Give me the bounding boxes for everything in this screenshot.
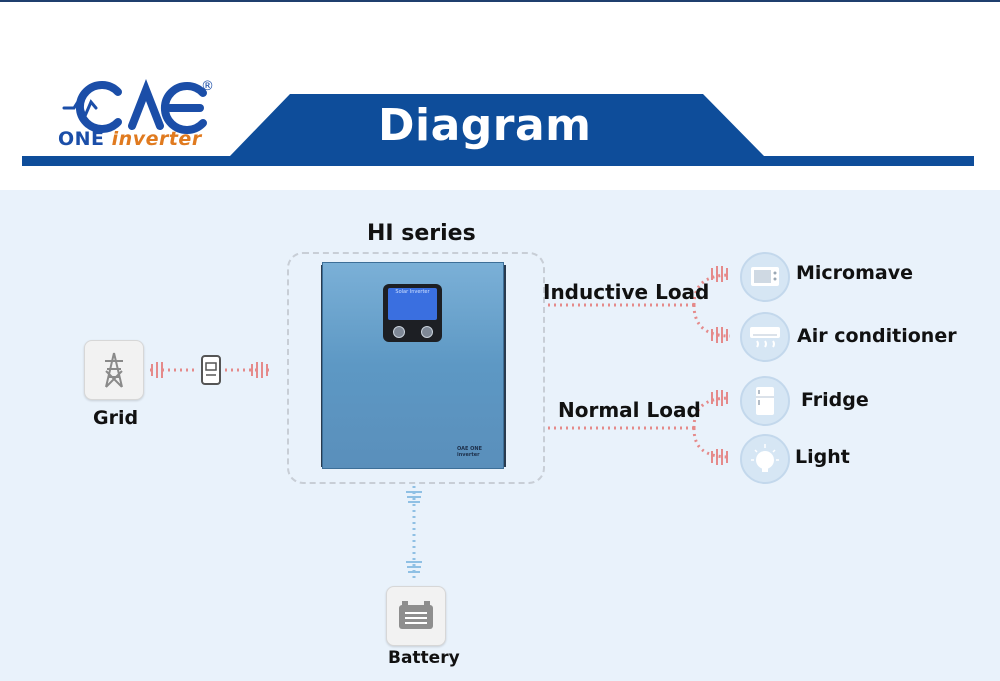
inverter-lcd [388,288,437,320]
logo-wordmark: ONE inverter [58,128,202,150]
signal-ticks-right [151,266,728,465]
normal-load-label: Normal Load [558,398,701,422]
power-tower-icon [105,352,123,388]
battery-icon-tile [386,586,446,646]
air-conditioner-label: Air conditioner [797,325,957,347]
light-label: Light [795,446,850,468]
logo-one-text: ONE [58,128,105,150]
banner-graphic [22,78,974,166]
header: ® ONE inverter Diagram [0,0,1000,190]
microwave-icon [751,267,779,286]
fridge-label: Fridge [801,389,869,411]
inductive-load-label: Inductive Load [543,280,710,304]
inverter-brand-logo: OAE ONE inverter [457,446,482,458]
inverter-screen-title: Solar Inverter [395,289,430,295]
air-conditioner-icon [750,327,780,348]
signal-ticks-battery [406,491,422,573]
air-conditioner-icon-circle [740,312,790,362]
product-series-label: HI series [367,221,476,246]
banner-trapezoid [230,94,764,156]
banner-stripe [22,156,974,166]
inverter-frame [287,252,545,484]
top-border-line [0,0,1000,2]
meter-icon [201,355,221,385]
inverter-button-left [393,326,405,338]
battery-label: Battery [388,648,460,668]
registered-mark: ® [201,79,214,94]
grid-icon-tile [84,340,144,400]
inverter-button-right [421,326,433,338]
logo-mark [62,78,207,134]
battery-icon [399,601,433,629]
micromave-label: Micromave [796,262,913,284]
fridge-icon-circle [740,376,790,426]
grid-label: Grid [93,407,139,429]
fridge-icon [756,387,774,415]
light-icon-circle [740,434,790,484]
logo-inverter-text: inverter [111,128,202,150]
microwave-icon-circle [740,252,790,302]
page-title: Diagram [378,100,592,151]
lightbulb-icon [751,444,779,472]
